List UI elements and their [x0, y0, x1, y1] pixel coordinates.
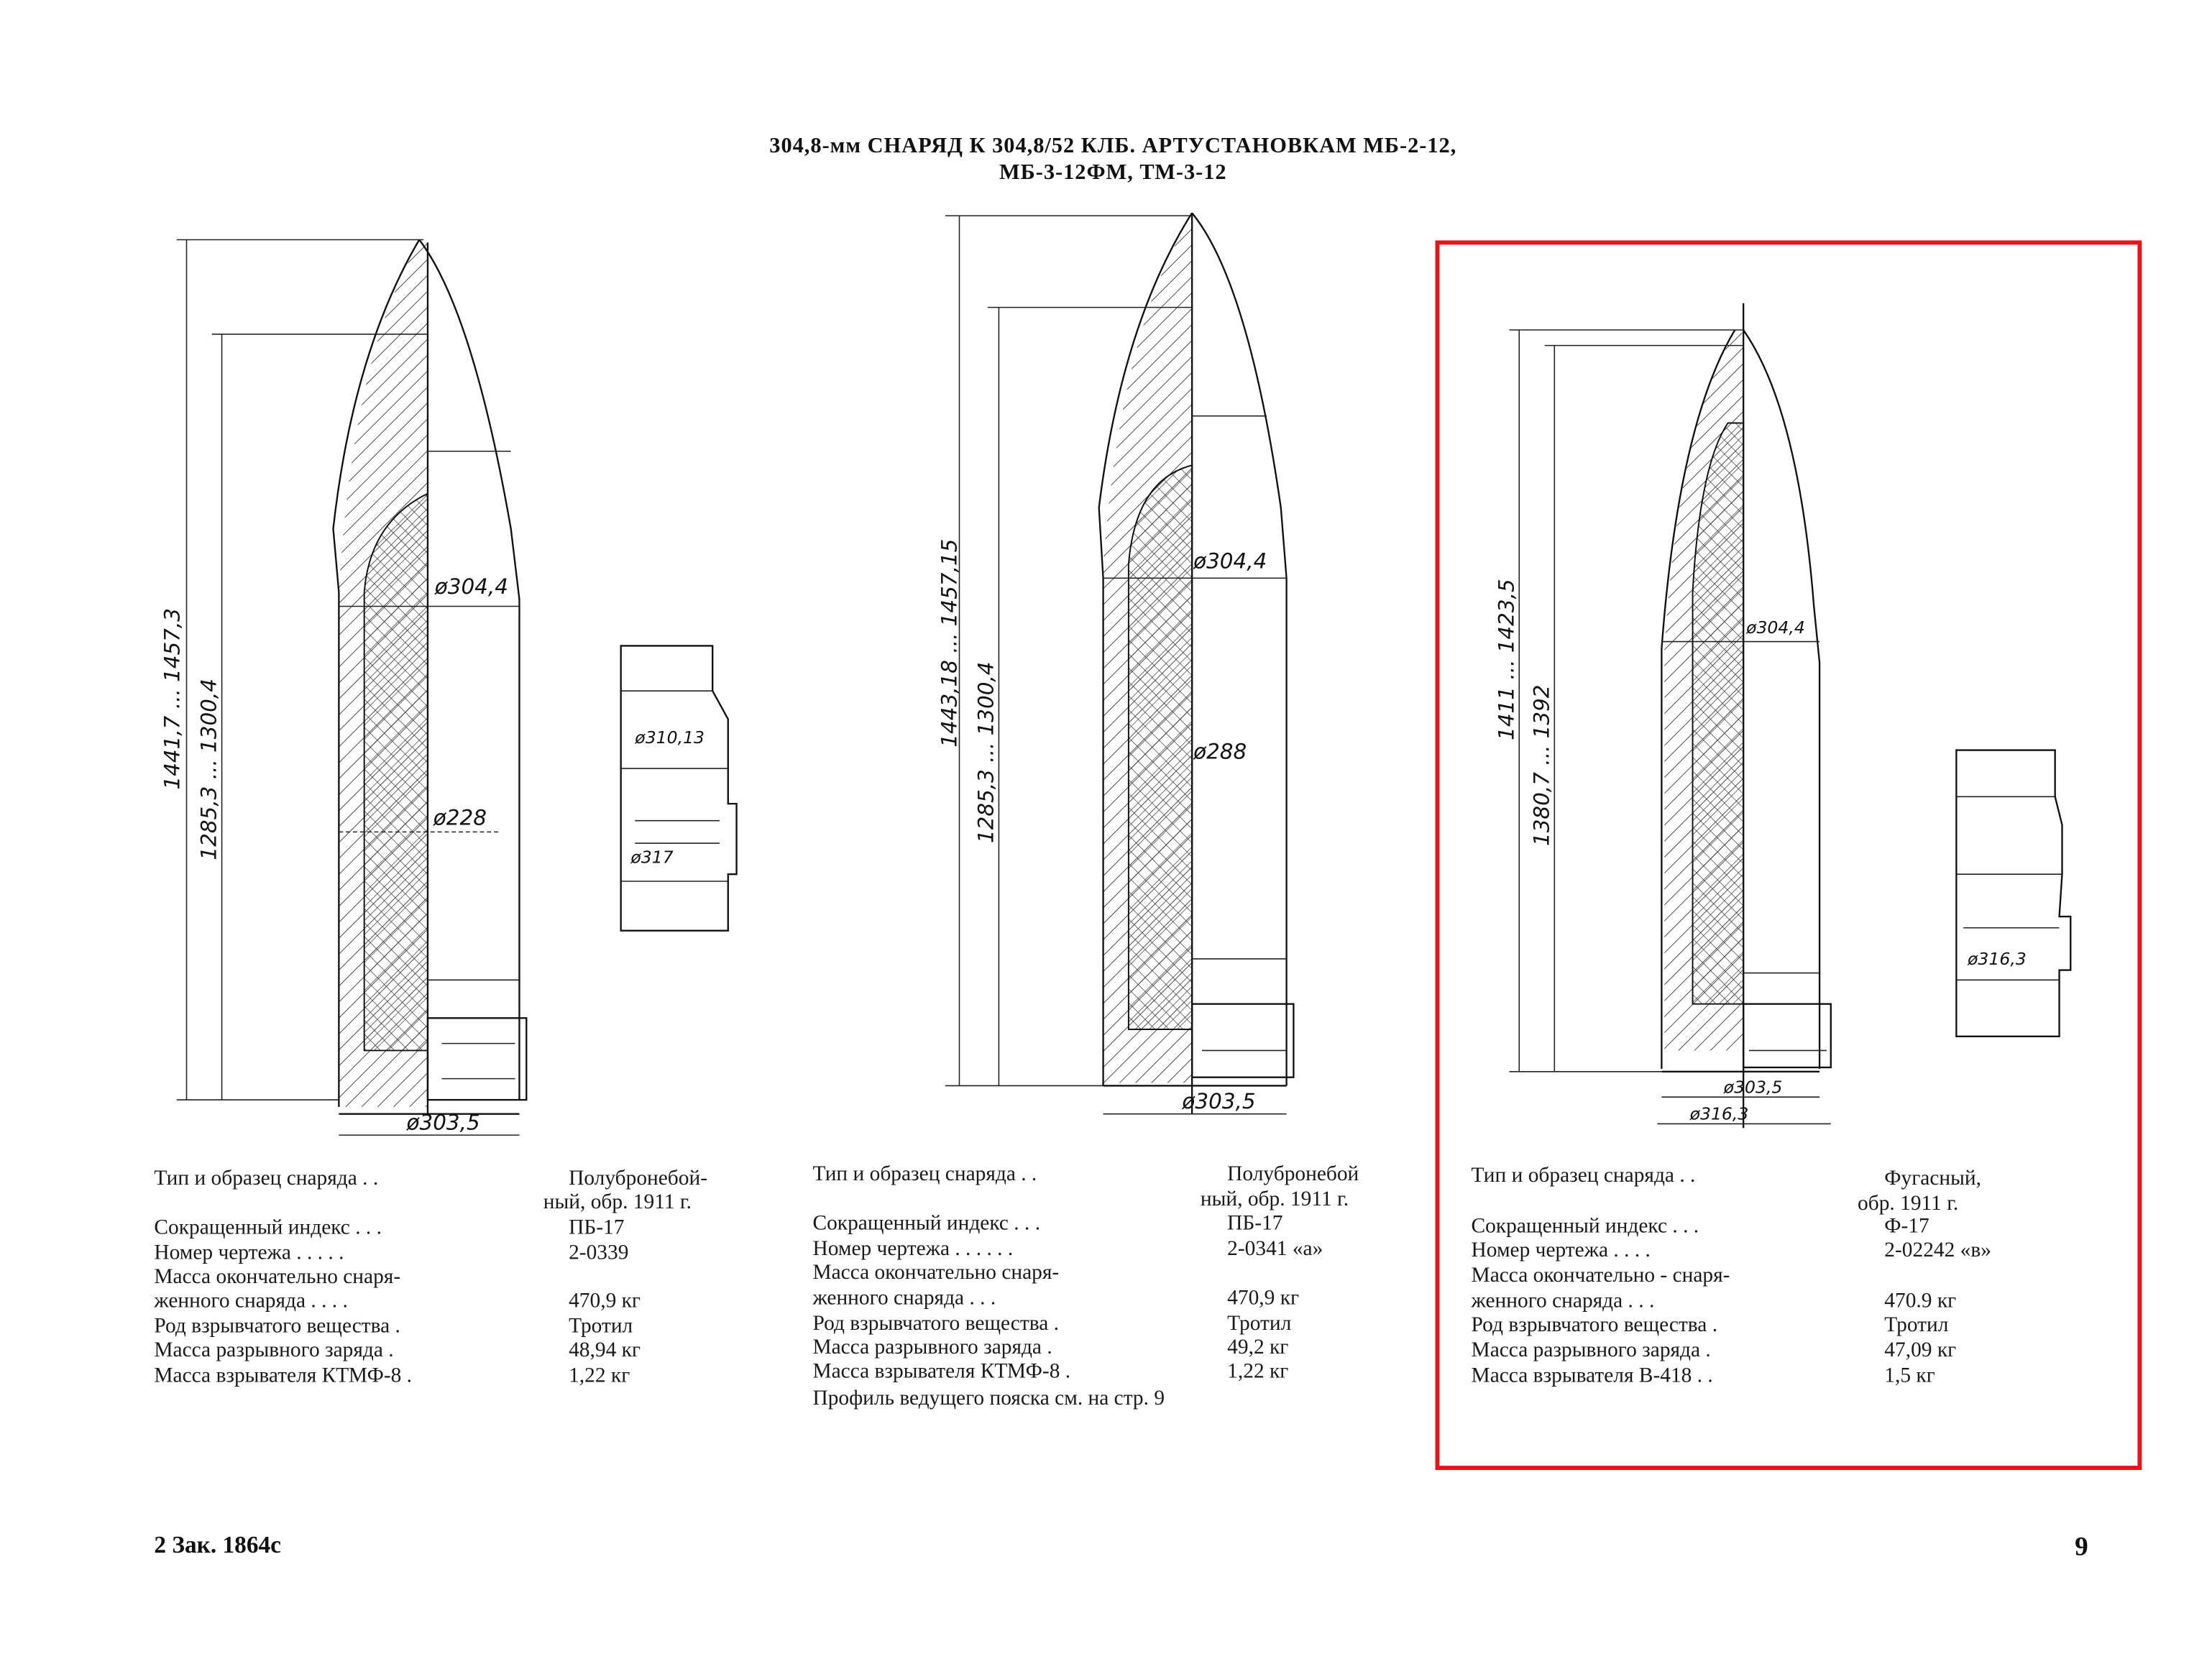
spec-label: Масса окончательно снаря-	[812, 1261, 1059, 1284]
shell-2-overall-length: 1443,18 ... 1457,15	[937, 539, 962, 748]
shell-3-diameter-top: ø304,4	[1745, 617, 1805, 638]
spec-table-3: Тип и образец снаряда . . Фугасный, обр.…	[1471, 1164, 1991, 1387]
highlight-box	[1435, 240, 2142, 1471]
shell-1-diameter-top: ø304,4	[434, 574, 508, 599]
spec-table-2: Тип и образец снаряда . . Полубронебой н…	[812, 1162, 1359, 1410]
shell-1-body-length: 1285,3 ... 1300,4	[197, 679, 221, 860]
spec-label: Тип и образец снаряда . .	[812, 1162, 1037, 1185]
spec-value: 48,94 кг	[569, 1338, 641, 1361]
shell-3-driving-band-detail	[1955, 749, 2072, 1037]
shell-3-charge-cavity	[1692, 422, 1745, 1005]
spec-value: 1,22 кг	[1227, 1360, 1288, 1383]
spec-value: ный, обр. 1911 г.	[543, 1190, 692, 1213]
spec-label: Номер чертежа . . . . .	[154, 1241, 344, 1264]
spec-value: Ф-17	[1884, 1214, 1929, 1237]
spec-label: женного снаряда . . . .	[153, 1289, 347, 1312]
shell-3-overall-length: 1411 ... 1423,5	[1494, 579, 1518, 740]
shell-2-diameter-base: ø303,5	[1181, 1089, 1255, 1113]
spec-value: Тротил	[1884, 1313, 1948, 1336]
spec-label: Сокращенный индекс . . .	[154, 1216, 382, 1239]
spec-label: Род взрывчатого вещества .	[1472, 1313, 1718, 1336]
spec-value: Полубронебой	[1227, 1162, 1359, 1185]
shell-3-band-diameter: ø316,3	[1967, 949, 2027, 969]
spec-label: Род взрывчатого вещества .	[154, 1315, 400, 1338]
spec-value: обр. 1911 г.	[1858, 1192, 1958, 1215]
spec-value: 1,22 кг	[569, 1364, 630, 1387]
spec-label: женного снаряда . . .	[812, 1287, 996, 1310]
shell-2-charge-cavity	[1127, 464, 1193, 1030]
spec-value: 2-02242 «в»	[1884, 1239, 1991, 1262]
spec-label: Масса взрывателя В-418 . .	[1472, 1364, 1713, 1387]
spec-value: 1,5 кг	[1884, 1364, 1935, 1387]
page-title-line2: МБ-3-12ФМ, ТМ-3-12	[999, 160, 1227, 184]
shell-1-overall-length: 1441,7 ... 1457,3	[160, 608, 185, 790]
shell-3-diameter-band-base: ø316,3	[1689, 1104, 1749, 1124]
page-number: 9	[2075, 1533, 2088, 1562]
spec-value: Фугасный,	[1884, 1167, 1981, 1190]
shell-2-diameter-top: ø304,4	[1193, 549, 1267, 574]
spec-value: 2-0341 «а»	[1227, 1237, 1323, 1260]
shell-drawing-1	[176, 239, 528, 1136]
spec-label: Род взрывчатого вещества .	[812, 1312, 1059, 1335]
spec-label: Масса окончательно - снаря-	[1472, 1264, 1730, 1287]
spec-label: Сокращенный индекс . . .	[812, 1212, 1040, 1235]
page-title-line1: 304,8-мм СНАРЯД К 304,8/52 КЛБ. АРТУСТАН…	[769, 133, 1456, 157]
spec-value: ПБ-17	[569, 1216, 624, 1239]
spec-label: Масса окончательно снаря-	[154, 1265, 400, 1288]
spec-note: Профиль ведущего пояска см. на стр. 9	[812, 1387, 1165, 1410]
spec-label: Номер чертежа . . . .	[1472, 1239, 1651, 1262]
shell-1-driving-band-detail	[620, 645, 738, 932]
spec-value: Полубронебой-	[569, 1167, 707, 1190]
spec-value: 470,9 кг	[569, 1289, 641, 1312]
shell-3-body-length: 1380,7 ... 1392	[1529, 685, 1554, 846]
spec-value: 49,2 кг	[1227, 1336, 1288, 1359]
shell-2-diameter-cavity: ø288	[1193, 739, 1247, 763]
shell-2-body-length: 1285,3 ... 1300,4	[974, 662, 999, 844]
spec-label: женного снаряда . . .	[1471, 1289, 1655, 1312]
spec-label: Сокращенный индекс . . .	[1472, 1214, 1699, 1237]
spec-value: ный, обр. 1911 г.	[1201, 1187, 1349, 1210]
spec-label: Масса взрывателя КТМФ-8 .	[812, 1360, 1070, 1383]
shell-1-charge-cavity	[363, 492, 428, 1052]
shell-3-diameter-base: ø303,5	[1723, 1077, 1783, 1097]
shell-drawing-3	[1509, 303, 1832, 1129]
spec-label: Номер чертежа . . . . . .	[812, 1237, 1013, 1260]
spec-label: Масса разрывного заряда .	[812, 1336, 1052, 1359]
shell-drawing-2	[945, 212, 1295, 1115]
spec-value: 470.9 кг	[1884, 1289, 1956, 1312]
spec-value: ПБ-17	[1227, 1212, 1282, 1235]
spec-value: 47,09 кг	[1884, 1338, 1956, 1361]
spec-label: Тип и образец снаряда . .	[1472, 1164, 1696, 1187]
spec-value: Тротил	[569, 1315, 633, 1338]
footer-order-number: 2 Зак. 1864с	[154, 1532, 281, 1558]
spec-label: Масса разрывного заряда .	[1472, 1338, 1711, 1361]
spec-value: 470,9 кг	[1227, 1287, 1299, 1310]
spec-label: Масса взрывателя КТМФ-8 .	[154, 1364, 412, 1387]
shell-1-band-diameter-1: ø310,13	[634, 727, 705, 748]
spec-table-1: Тип и образец снаряда . . Полубронебой- …	[153, 1167, 707, 1387]
shell-1-diameter-cavity: ø228	[433, 806, 487, 830]
spec-value: 2-0339	[569, 1241, 628, 1264]
shell-1-diameter-base: ø303,5	[406, 1110, 480, 1134]
spec-label: Масса разрывного заряда .	[154, 1338, 393, 1361]
spec-value: Тротил	[1227, 1312, 1291, 1335]
spec-label: Тип и образец снаряда . .	[154, 1167, 378, 1190]
shell-1-band-diameter-2: ø317	[630, 847, 673, 868]
